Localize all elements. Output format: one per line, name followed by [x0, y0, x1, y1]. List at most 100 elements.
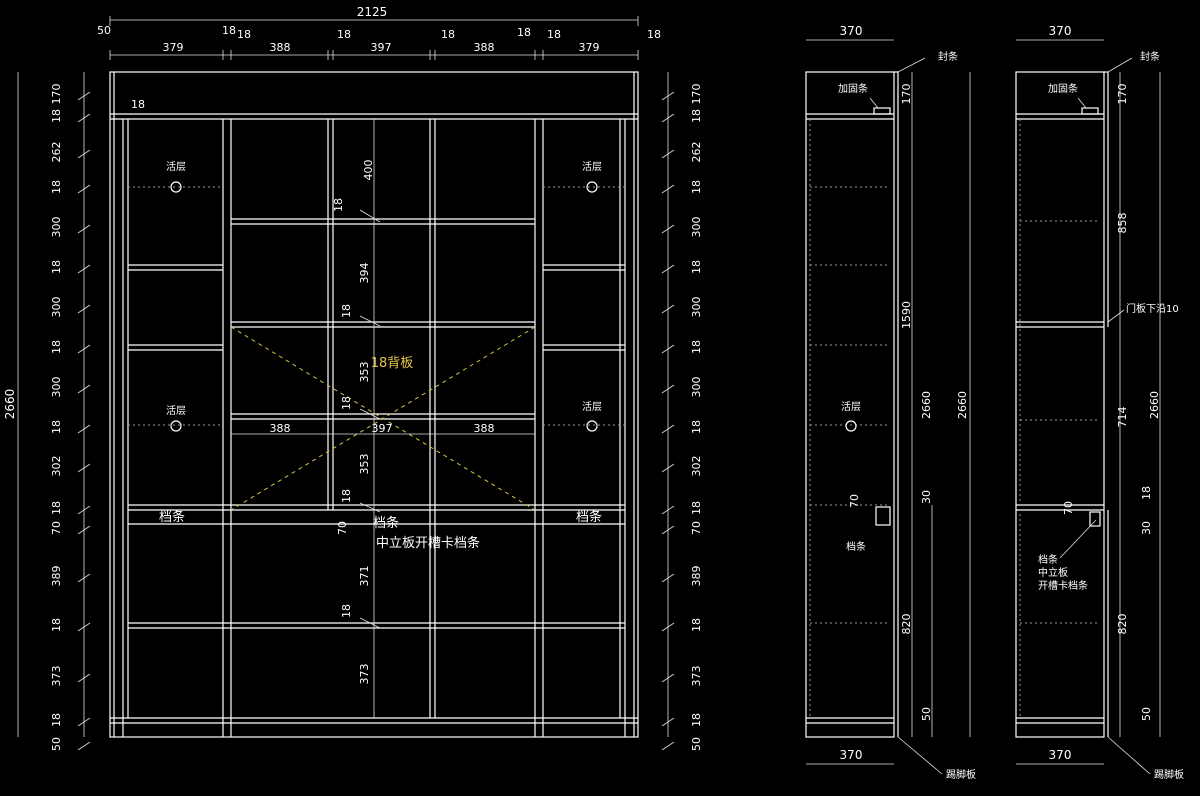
dim-tick: [77, 184, 91, 194]
stop-strip-label: 档条: [846, 540, 866, 553]
height-dim-label: 300: [50, 297, 63, 318]
slot-note-label: 中立板开槽卡档条: [376, 535, 480, 551]
stop-strip-label: 档条: [373, 515, 399, 531]
dim-tick: [661, 622, 675, 632]
dim-tick: [661, 525, 675, 535]
col-width-label: 379: [579, 41, 600, 54]
dim-tick: [661, 424, 675, 434]
dim-label: 820: [900, 614, 913, 635]
dim-tick: [77, 264, 91, 274]
height-dim-label: 262: [690, 142, 703, 163]
height-dim-label: 18: [690, 713, 703, 727]
dim-label: 70: [336, 521, 349, 535]
dim-label: 373: [358, 664, 371, 685]
dim-label: 400: [362, 160, 375, 181]
dim-label: 18: [1140, 486, 1153, 500]
height-dim-label: 170: [50, 84, 63, 105]
dim-tick: [77, 149, 91, 159]
dim-tick: [661, 344, 675, 354]
col-width-label: 388: [474, 41, 495, 54]
front-height-dimensions: 2660: [3, 72, 669, 737]
cabinet-outline: [109, 71, 639, 738]
height-dim-label: 50: [50, 737, 63, 751]
height-dim-label: 18: [50, 618, 63, 632]
dim-label: 714: [1116, 407, 1129, 428]
toe-kick-label: 踢脚板: [946, 768, 976, 781]
dim-tick: [77, 113, 91, 123]
dim-tick: [77, 717, 91, 727]
back-panel-label: 18背板: [371, 356, 414, 371]
shelf-pin-icon: [845, 420, 857, 432]
seal-label: 封条: [938, 50, 958, 63]
dim-label: 50: [920, 707, 933, 721]
height-dim-label: 302: [50, 456, 63, 477]
height-dim-label: 50: [690, 737, 703, 751]
dim-tick: [661, 184, 675, 194]
dim-label: 30: [1140, 521, 1153, 535]
dim-tick: [77, 463, 91, 473]
dim-label: 858: [1116, 213, 1129, 234]
height-dim-label: 18: [690, 501, 703, 515]
dim-label: 397: [372, 422, 393, 435]
height-dim-label: 18: [50, 420, 63, 434]
side-view-1: 370 370 封条 加固条 活层 档条 踢脚板 170 1590 2660 2…: [805, 24, 976, 781]
height-dim-label: 18: [50, 109, 63, 123]
dim-label: 18: [237, 28, 251, 41]
height-dim-label: 70: [50, 521, 63, 535]
dim-tick: [661, 91, 675, 101]
door-note-label: 门板下沿10: [1126, 302, 1179, 315]
dim-tick: [77, 525, 91, 535]
height-dim-label: 18: [690, 420, 703, 434]
dim-label: 2660: [920, 391, 933, 419]
dim-tick: [661, 304, 675, 314]
side-view-2: 370 370 封条 加固条 门板下沿10 档条 中立板 开槽卡档条 踢脚板 1…: [1015, 24, 1184, 781]
shelf-pin-icon: [170, 420, 182, 432]
reinforce-label: 加固条: [838, 82, 868, 95]
dim-tick: [77, 384, 91, 394]
dim-label: 18: [517, 26, 531, 39]
dim-tick: [661, 505, 675, 515]
height-dim-label: 373: [50, 666, 63, 687]
front-elevation: [109, 71, 639, 738]
dim-label: 18: [340, 304, 353, 318]
dim-label: 18: [547, 28, 561, 41]
height-dim-label: 300: [690, 217, 703, 238]
dim-label: 18: [222, 24, 236, 37]
height-dim-label: 18: [50, 340, 63, 354]
dim-label: 2660: [1148, 391, 1161, 419]
height-dim-label: 18: [690, 180, 703, 194]
dim-label: 370: [840, 24, 863, 38]
height-dim-label: 389: [690, 566, 703, 587]
dim-tick: [661, 149, 675, 159]
dim-label: 353: [358, 454, 371, 475]
dim-label: 388: [474, 422, 495, 435]
dim-tick: [661, 113, 675, 123]
left-height-labels: 1701826218300183001830018302187038918373…: [50, 84, 91, 751]
shelf-label: 活层: [582, 401, 602, 413]
dim-label: 370: [840, 748, 863, 762]
dim-label: 370: [1049, 24, 1072, 38]
height-dim-label: 18: [50, 260, 63, 274]
dim-tick: [661, 463, 675, 473]
shelf-pin-icon: [170, 181, 182, 193]
dim-tick: [661, 741, 675, 751]
shelf-label: 活层: [582, 161, 602, 173]
reinforce-label: 加固条: [1048, 82, 1078, 95]
height-dim-label: 170: [690, 84, 703, 105]
shelf-label: 活层: [841, 401, 861, 413]
note-label: 开槽卡档条: [1038, 579, 1088, 592]
height-dim-label: 300: [690, 377, 703, 398]
dim-tick: [661, 673, 675, 683]
right-height-labels: 1701826218300183001830018302187038918373…: [661, 84, 703, 751]
dim-label: 70: [848, 494, 861, 508]
height-dim-label: 18: [690, 340, 703, 354]
dim-label: 388: [270, 422, 291, 435]
dim-label: 371: [358, 566, 371, 587]
dim-label: 353: [358, 362, 371, 383]
dim-tick: [661, 573, 675, 583]
dim-tick: [77, 224, 91, 234]
height-dim-label: 300: [690, 297, 703, 318]
shelf-pin-icon: [586, 420, 598, 432]
front-top-dimensions: 2125 50 18 18 18 18 18 18 379 388 397 38…: [97, 5, 661, 111]
